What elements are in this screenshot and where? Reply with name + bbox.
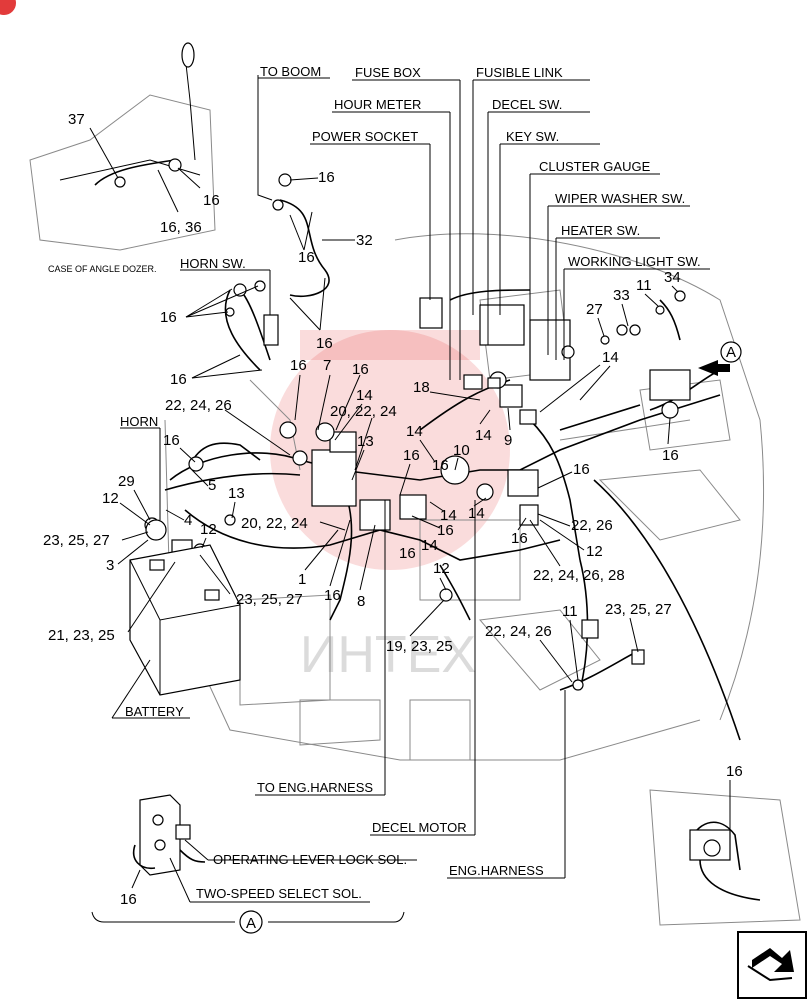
callout-11-b: 11 bbox=[562, 603, 578, 620]
callout-37: 37 bbox=[68, 111, 85, 128]
callout-14-e: 14 bbox=[602, 349, 619, 366]
callout-labels: FUSE BOX FUSIBLE LINK HOUR METER DECEL S… bbox=[310, 65, 710, 380]
label-horn: HORN bbox=[120, 414, 158, 429]
label-horn-sw: HORN SW. bbox=[180, 256, 246, 271]
callout-10: 10 bbox=[453, 442, 470, 459]
label-two-speed-select-sol: TWO-SPEED SELECT SOL. bbox=[196, 886, 362, 901]
callout-13-b: 13 bbox=[228, 485, 245, 502]
callout-12-c: 12 bbox=[586, 543, 603, 560]
callout-16-j: 16 bbox=[163, 432, 180, 449]
callout-14-g: 14 bbox=[468, 505, 485, 522]
label-hour-meter: HOUR METER bbox=[334, 97, 421, 112]
callout-5: 5 bbox=[208, 477, 216, 494]
callout-16-horn: 16 bbox=[160, 309, 177, 326]
callout-32: 32 bbox=[356, 232, 373, 249]
label-to-boom: TO BOOM bbox=[260, 64, 321, 79]
callout-19-23-25: 19, 23, 25 bbox=[386, 638, 453, 655]
callout-16-d: 16 bbox=[170, 371, 187, 388]
callout-34: 34 bbox=[664, 269, 681, 286]
callout-12-d: 12 bbox=[433, 560, 450, 577]
callout-23-25-27-b: 23, 25, 27 bbox=[236, 591, 303, 608]
label-cluster-gauge: CLUSTER GAUGE bbox=[539, 159, 651, 174]
label-heater-sw: HEATER SW. bbox=[561, 223, 640, 238]
callout-16-f: 16 bbox=[352, 361, 369, 378]
callout-16-c: 16 bbox=[316, 335, 333, 352]
callout-16-g: 16 bbox=[403, 447, 420, 464]
callout-16-sol: 16 bbox=[120, 891, 137, 908]
callout-16-m: 16 bbox=[437, 522, 454, 539]
corner-badge bbox=[0, 0, 16, 15]
inset-angle-dozer: 37 16 16, 36 CASE OF ANGLE DOZER. bbox=[29, 42, 220, 274]
callout-16-detail: 16 bbox=[726, 763, 743, 780]
callout-16-inset: 16 bbox=[203, 192, 220, 209]
callout-16-k: 16 bbox=[324, 587, 341, 604]
watermark-text: ИНТЕХ bbox=[300, 626, 476, 684]
callout-14-f: 14 bbox=[421, 537, 438, 554]
callout-13-a: 13 bbox=[357, 433, 374, 450]
callout-8: 8 bbox=[357, 593, 365, 610]
label-eng-harness: ENG.HARNESS bbox=[449, 863, 544, 878]
callout-12-b: 12 bbox=[200, 521, 217, 538]
callout-22-24-26-a: 22, 24, 26 bbox=[165, 397, 232, 414]
callout-4: 4 bbox=[184, 512, 192, 529]
callout-23-25-27-c: 23, 25, 27 bbox=[605, 601, 672, 618]
label-key-sw: KEY SW. bbox=[506, 129, 559, 144]
label-decel-motor: DECEL MOTOR bbox=[372, 820, 467, 835]
callout-16-e: 16 bbox=[290, 357, 307, 374]
callout-22-26: 22, 26 bbox=[571, 517, 613, 534]
label-wiper-washer-sw: WIPER WASHER SW. bbox=[555, 191, 685, 206]
callout-9: 9 bbox=[504, 432, 512, 449]
next-page-icon[interactable] bbox=[737, 931, 807, 999]
callout-29: 29 bbox=[118, 473, 135, 490]
boom-harness: TO BOOM 16 16 32 16 bbox=[239, 64, 373, 361]
callout-12-a: 12 bbox=[102, 490, 119, 507]
callout-22-24-26-28: 22, 24, 26, 28 bbox=[533, 567, 625, 584]
callout-27: 27 bbox=[586, 301, 603, 318]
callout-33: 33 bbox=[613, 287, 630, 304]
label-battery: BATTERY bbox=[125, 704, 184, 719]
battery: BATTERY bbox=[111, 544, 241, 719]
callout-14-c: 14 bbox=[475, 427, 492, 444]
callout-20-22-24-b: 20, 22, 24 bbox=[241, 515, 308, 532]
inset-bottom-right: 16 bbox=[649, 763, 801, 926]
inset-solenoids: OPERATING LEVER LOCK SOL. TWO-SPEED SELE… bbox=[91, 794, 417, 934]
view-a-marker-bottom: A bbox=[246, 915, 256, 932]
callout-16-boom: 16 bbox=[318, 169, 335, 186]
callout-16-36: 16, 36 bbox=[160, 219, 202, 236]
bottom-labels: TO ENG.HARNESS DECEL MOTOR ENG.HARNESS bbox=[255, 500, 566, 879]
label-operating-lever-lock-sol: OPERATING LEVER LOCK SOL. bbox=[213, 852, 407, 867]
label-decel-sw: DECEL SW. bbox=[492, 97, 562, 112]
callout-20-22-24-a: 20, 22, 24 bbox=[330, 403, 397, 420]
callout-1: 1 bbox=[298, 571, 306, 588]
callout-16-l: 16 bbox=[399, 545, 416, 562]
label-working-light-sw: WORKING LIGHT SW. bbox=[568, 254, 701, 269]
horn: HORN bbox=[120, 414, 167, 541]
horn-switch: HORN SW. 16 16 bbox=[160, 256, 279, 388]
callout-14-a: 14 bbox=[356, 387, 373, 404]
callout-3: 3 bbox=[106, 557, 114, 574]
callout-18: 18 bbox=[413, 379, 430, 396]
label-fusible-link: FUSIBLE LINK bbox=[476, 65, 563, 80]
callout-23-25-27-a: 23, 25, 27 bbox=[43, 532, 110, 549]
numeric-callouts: 16 7 16 22, 24, 26 14 20, 22, 24 13 18 1… bbox=[43, 269, 681, 683]
callout-21-23-25: 21, 23, 25 bbox=[48, 627, 115, 644]
callout-7: 7 bbox=[323, 357, 331, 374]
callout-16-b: 16 bbox=[298, 249, 315, 266]
callout-16-i: 16 bbox=[662, 447, 679, 464]
callout-14-b: 14 bbox=[406, 423, 423, 440]
callout-11-a: 11 bbox=[636, 277, 652, 294]
view-a-marker-top: A bbox=[726, 344, 736, 361]
callout-16-h: 16 bbox=[432, 457, 449, 474]
view-a-pointer: A bbox=[698, 341, 742, 376]
callout-22-24-26-b: 22, 24, 26 bbox=[485, 623, 552, 640]
label-fuse-box: FUSE BOX bbox=[355, 65, 421, 80]
label-power-socket: POWER SOCKET bbox=[312, 129, 418, 144]
label-to-eng-harness: TO ENG.HARNESS bbox=[257, 780, 373, 795]
callout-16-n: 16 bbox=[573, 461, 590, 478]
inset-caption: CASE OF ANGLE DOZER. bbox=[48, 264, 157, 274]
callout-16-o: 16 bbox=[511, 530, 528, 547]
